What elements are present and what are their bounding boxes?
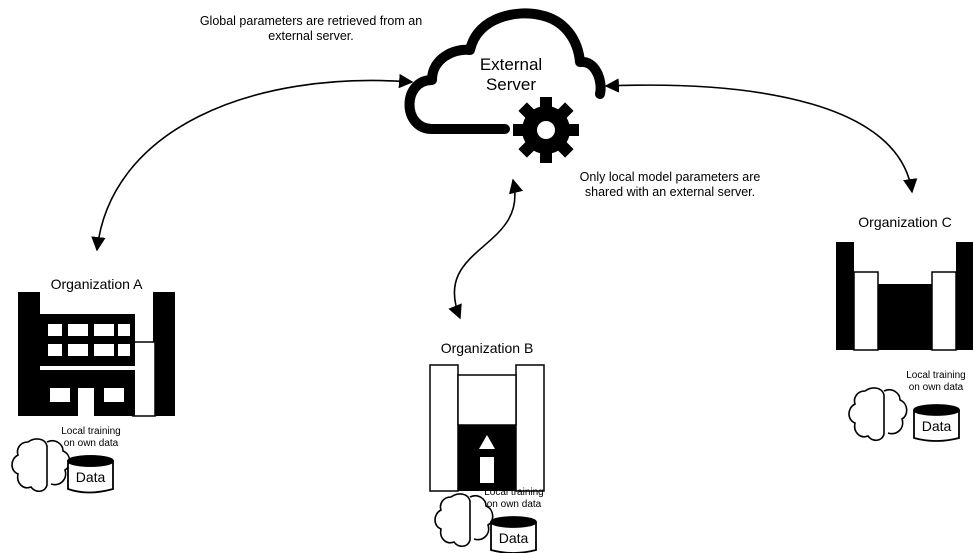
server-label-line2: Server: [485, 75, 537, 94]
note-share: Only local model parameters are shared w…: [579, 170, 761, 199]
connector-arrows: [91, 73, 918, 320]
org-c-training: Local training on own data: [906, 370, 966, 393]
database-icon: [67, 455, 114, 494]
gear-icon: [513, 97, 579, 163]
arrow-server-org-c: [604, 78, 918, 194]
org-a-title: Organization A: [50, 276, 143, 292]
server-label-line1: External: [479, 55, 543, 74]
brain-circuit-icon: [848, 387, 908, 442]
arrow-server-org-a: [91, 73, 414, 252]
building-icon: [836, 242, 973, 351]
arrow-server-org-b: [448, 178, 524, 320]
note-retrieve: Global parameters are retrieved from an …: [199, 14, 423, 43]
org-c-data-label: Data: [921, 418, 952, 434]
brain-circuit-icon: [434, 493, 494, 548]
org-b-data-label: Data: [498, 530, 529, 546]
org-c-title: Organization C: [858, 214, 952, 230]
building-icon: [18, 292, 175, 417]
database-icon: [490, 516, 537, 553]
database-icon: [913, 404, 960, 442]
building-icon: [429, 364, 545, 492]
server-label: External Server: [471, 55, 551, 95]
org-b-title: Organization B: [440, 340, 534, 356]
org-a-training: Local training on own data: [61, 426, 121, 449]
org-a-data-label: Data: [75, 469, 106, 485]
org-b-training: Local training on own data: [484, 487, 544, 510]
